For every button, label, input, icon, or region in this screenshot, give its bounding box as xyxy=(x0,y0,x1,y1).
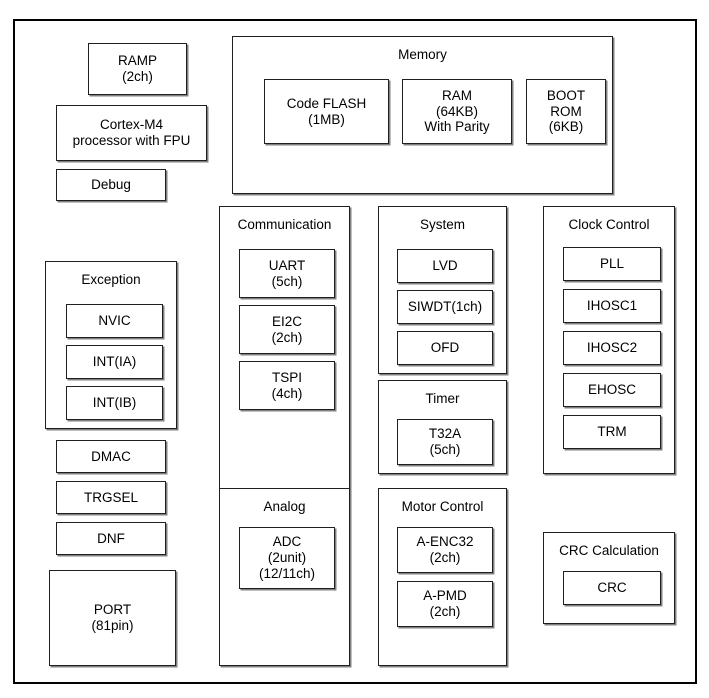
block-boot-rom[interactable]: BOOT ROM (6KB) xyxy=(526,79,606,144)
group-memory: Memory Code FLASH (1MB) RAM (64KB) With … xyxy=(232,36,613,194)
block-pll[interactable]: PLL xyxy=(563,247,661,281)
group-motor-control-title: Motor Control xyxy=(401,499,484,514)
block-trm-line1: TRM xyxy=(597,424,627,440)
block-nvic[interactable]: NVIC xyxy=(66,304,163,338)
block-dmac[interactable]: DMAC xyxy=(56,440,166,473)
group-system: System LVD SIWDT(1ch) OFD xyxy=(378,206,507,374)
group-crc-calculation: CRC Calculation CRC xyxy=(543,532,675,624)
block-ram-line2: (64KB) xyxy=(435,103,479,119)
chip-outer-frame: RAMP (2ch) Cortex-M4 processor with FPU … xyxy=(13,19,697,684)
block-code-flash-line2: (1MB) xyxy=(308,111,345,127)
block-adc-line2: (2unit) xyxy=(267,550,307,566)
block-siwdt-line1: SIWDT(1ch) xyxy=(407,299,483,315)
block-a-pmd[interactable]: A-PMD (2ch) xyxy=(397,581,493,627)
block-int-ib-line1: INT(IB) xyxy=(92,395,137,411)
block-port[interactable]: PORT (81pin) xyxy=(49,570,176,666)
block-ei2c-line2: (2ch) xyxy=(271,329,303,345)
block-adc-line3: (12/11ch) xyxy=(258,565,316,581)
block-boot-rom-line3: (6KB) xyxy=(548,119,584,135)
block-ihosc2[interactable]: IHOSC2 xyxy=(563,331,661,365)
block-int-ia[interactable]: INT(IA) xyxy=(66,345,163,379)
block-tspi-line1: TSPI xyxy=(271,369,302,385)
block-siwdt[interactable]: SIWDT(1ch) xyxy=(397,290,493,324)
group-exception-title: Exception xyxy=(81,272,141,287)
block-nvic-line1: NVIC xyxy=(98,313,131,329)
block-code-flash-line1: Code FLASH xyxy=(286,95,367,111)
block-t32a-line1: T32A xyxy=(428,426,462,442)
block-pll-line1: PLL xyxy=(599,256,625,272)
block-cortex-m4[interactable]: Cortex-M4 processor with FPU xyxy=(56,105,207,161)
group-communication-title: Communication xyxy=(237,217,332,232)
block-ofd-line1: OFD xyxy=(430,340,460,356)
block-cortex-m4-line1: Cortex-M4 xyxy=(99,117,163,133)
block-ramp[interactable]: RAMP (2ch) xyxy=(88,43,187,95)
group-communication: Communication UART (5ch) EI2C (2ch) TSPI… xyxy=(219,206,350,493)
block-code-flash[interactable]: Code FLASH (1MB) xyxy=(264,79,389,144)
block-ofd[interactable]: OFD xyxy=(397,331,493,365)
block-a-enc32[interactable]: A-ENC32 (2ch) xyxy=(397,527,493,573)
block-boot-rom-line2: ROM xyxy=(550,103,582,119)
block-a-enc32-line2: (2ch) xyxy=(429,550,461,565)
group-timer: Timer T32A (5ch) xyxy=(378,380,507,474)
block-int-ia-line1: INT(IA) xyxy=(92,354,137,370)
block-adc-line1: ADC xyxy=(272,534,302,550)
block-ei2c[interactable]: EI2C (2ch) xyxy=(239,305,335,354)
block-crc-line1: CRC xyxy=(597,580,627,596)
block-trgsel[interactable]: TRGSEL xyxy=(56,481,166,514)
block-debug[interactable]: Debug xyxy=(56,169,166,201)
group-crc-calculation-title: CRC Calculation xyxy=(559,543,659,558)
block-debug-line1: Debug xyxy=(91,177,131,193)
group-exception: Exception NVIC INT(IA) INT(IB) xyxy=(45,261,177,429)
group-system-title: System xyxy=(419,217,465,232)
block-port-line2: (81pin) xyxy=(91,618,134,633)
block-a-enc32-line1: A-ENC32 xyxy=(416,534,474,550)
block-a-pmd-line1: A-PMD xyxy=(423,588,467,604)
block-ihosc1-line1: IHOSC1 xyxy=(586,298,638,314)
block-crc[interactable]: CRC xyxy=(563,571,661,605)
block-tspi-line2: (4ch) xyxy=(271,385,303,401)
block-boot-rom-line1: BOOT xyxy=(546,87,586,103)
block-dnf-line1: DNF xyxy=(97,530,125,546)
block-ram-line3: With Parity xyxy=(424,119,490,135)
block-dmac-line1: DMAC xyxy=(91,448,131,464)
block-trgsel-line1: TRGSEL xyxy=(83,489,138,505)
block-trm[interactable]: TRM xyxy=(563,415,661,449)
block-tspi[interactable]: TSPI (4ch) xyxy=(239,361,335,410)
block-dnf[interactable]: DNF xyxy=(56,522,166,555)
block-lvd[interactable]: LVD xyxy=(397,249,493,283)
group-clock-control: Clock Control PLL IHOSC1 IHOSC2 EHOSC TR… xyxy=(543,206,675,474)
block-uart-line1: UART xyxy=(268,257,306,273)
block-int-ib[interactable]: INT(IB) xyxy=(66,386,163,420)
group-motor-control: Motor Control A-ENC32 (2ch) A-PMD (2ch) xyxy=(378,488,507,666)
block-ihosc2-line1: IHOSC2 xyxy=(586,340,638,356)
block-ei2c-line1: EI2C xyxy=(271,313,302,329)
block-ihosc1[interactable]: IHOSC1 xyxy=(563,289,661,323)
block-port-line1: PORT xyxy=(93,602,132,618)
block-adc[interactable]: ADC (2unit) (12/11ch) xyxy=(239,527,335,589)
block-ehosc-line1: EHOSC xyxy=(587,382,636,398)
block-ramp-line2: (2ch) xyxy=(122,69,153,84)
group-clock-control-title: Clock Control xyxy=(568,217,650,232)
block-ram-line1: RAM xyxy=(442,87,472,103)
block-uart-line2: (5ch) xyxy=(271,273,303,289)
group-memory-title: Memory xyxy=(398,47,447,62)
block-t32a-line2: (5ch) xyxy=(429,442,461,457)
group-analog-title: Analog xyxy=(263,499,306,514)
block-ramp-line1: RAMP xyxy=(117,53,157,69)
group-analog: Analog ADC (2unit) (12/11ch) xyxy=(219,488,350,666)
block-uart[interactable]: UART (5ch) xyxy=(239,249,335,298)
block-ehosc[interactable]: EHOSC xyxy=(563,373,661,407)
block-a-pmd-line2: (2ch) xyxy=(429,604,461,619)
block-t32a[interactable]: T32A (5ch) xyxy=(397,419,493,465)
block-lvd-line1: LVD xyxy=(432,258,458,274)
block-ram[interactable]: RAM (64KB) With Parity xyxy=(402,79,512,144)
block-cortex-m4-line2: processor with FPU xyxy=(72,133,191,148)
group-timer-title: Timer xyxy=(425,391,460,406)
